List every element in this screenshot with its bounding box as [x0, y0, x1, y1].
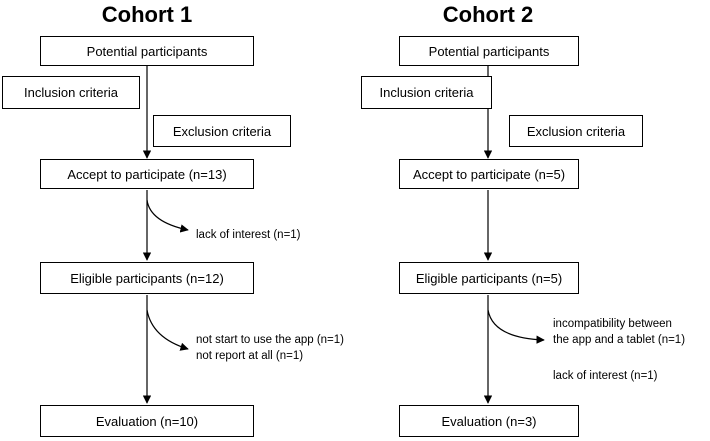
cohort1-potential-box: Potential participants [40, 36, 254, 66]
cohort2-exclusion-box: Exclusion criteria [509, 115, 643, 147]
cohort2-inclusion-box: Inclusion criteria [361, 76, 492, 109]
cohort2-eligible-box: Eligible participants (n=5) [399, 262, 579, 294]
cohort1-exclusion-box: Exclusion criteria [153, 115, 291, 147]
cohort1-eligible-box: Eligible participants (n=12) [40, 262, 254, 294]
cohort2-potential-box: Potential participants [399, 36, 579, 66]
cohort1-eligible-dropout-note-2: not report at all (n=1) [196, 350, 304, 362]
dropout-arrow-accept-1 [146, 199, 189, 233]
cohort1-accept-dropout-note: lack of interest (n=1) [196, 229, 301, 241]
cohort2-accept-box: Accept to participate (n=5) [399, 159, 579, 189]
dropout-arrow-eligible-1 [146, 309, 189, 351]
cohort1-accept-box: Accept to participate (n=13) [40, 159, 254, 189]
cohort2-eligible-dropout-note-2: the app and a tablet (n=1) [553, 334, 686, 346]
cohort1-inclusion-box: Inclusion criteria [2, 76, 140, 109]
cohort2-title: Cohort 2 [442, 2, 534, 27]
dropout-arrow-eligible-2 [487, 309, 545, 344]
cohort1-evaluation-box: Evaluation (n=10) [40, 405, 254, 437]
cohort1-title: Cohort 1 [101, 2, 193, 27]
cohort1-eligible-dropout-note-1: not start to use the app (n=1) [196, 334, 344, 346]
cohort2-eligible-dropout-note-3: lack of interest (n=1) [553, 370, 658, 382]
cohort2-eligible-dropout-note-1: incompatibility between [553, 318, 672, 330]
cohort2-evaluation-box: Evaluation (n=3) [399, 405, 579, 437]
